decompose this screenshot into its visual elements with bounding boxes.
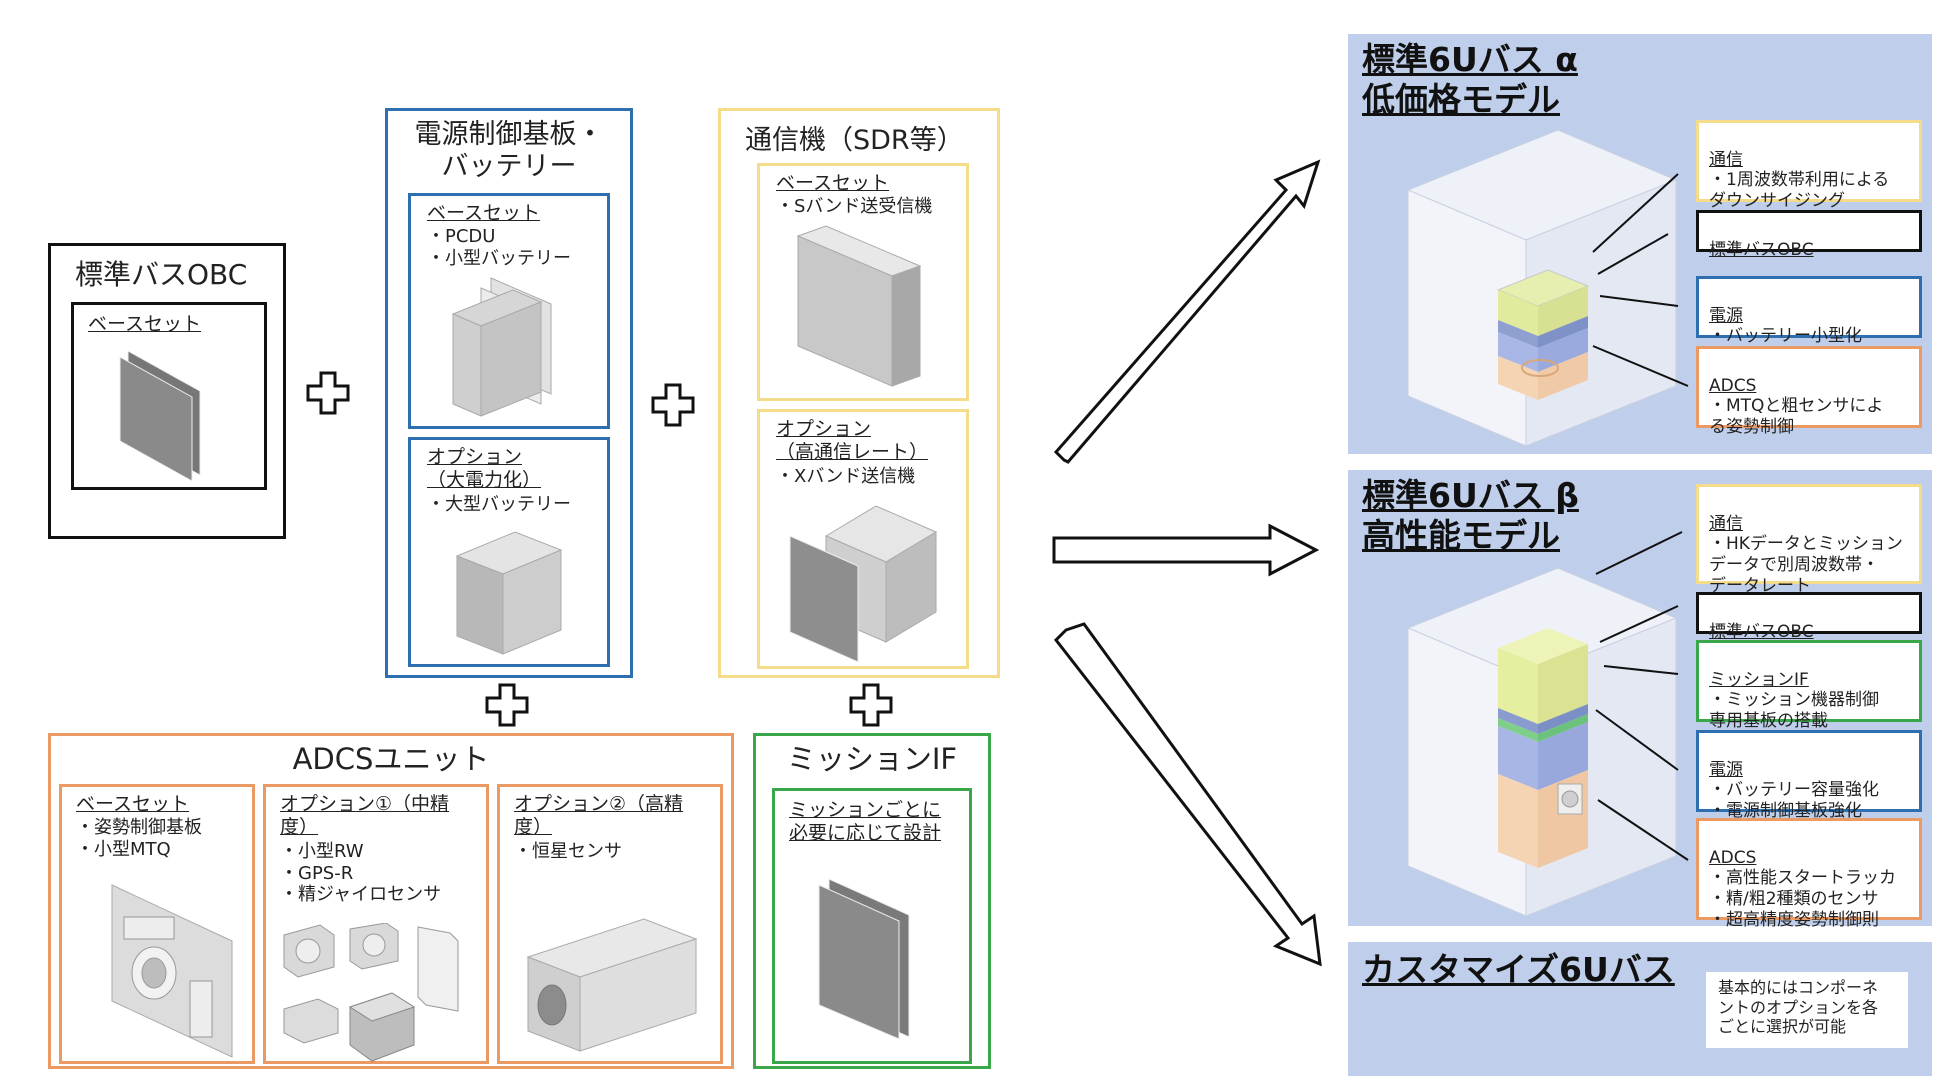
- alpha-comm-text: ・1周波数帯利用による ダウンサイジング: [1709, 170, 1890, 212]
- alpha-panel: 標準6Uバス α 低価格モデル 通信 ・1周波数帯利用による ダウンサイジング …: [1348, 34, 1932, 454]
- adcs-opt1-label: オプション①（中精 度）: [280, 793, 450, 838]
- beta-adcs-card: ADCS ・高性能スタートラッカ ・精/粗2種類のセンサ ・超高精度姿勢制御則: [1696, 818, 1922, 930]
- beta-power-text: ・バッテリー容量強化 ・電源制御基板強化: [1709, 780, 1879, 822]
- obc-base-label: ベースセット: [88, 313, 202, 335]
- arrow-to-beta-icon: [1052, 523, 1320, 577]
- adcs-base-label: ベースセット: [76, 793, 190, 815]
- adcs-base-items: ・姿勢制御基板 ・小型MTQ: [76, 817, 202, 860]
- beta-adcs-text: ・高性能スタートラッカ ・精/粗2種類のセンサ ・超高精度姿勢制御則: [1709, 868, 1896, 930]
- custom-title: カスタマイズ6Uバス: [1362, 950, 1675, 989]
- beta-adcs-label: ADCS: [1709, 847, 1757, 868]
- adcs-title: ADCSユニット: [292, 742, 490, 776]
- adcs-opt1-items: ・小型RW ・GPS-R ・精ジャイロセンサ: [280, 841, 442, 906]
- alpha-title: 標準6Uバス α 低価格モデル: [1362, 40, 1578, 119]
- arrow-to-custom-icon: [1054, 622, 1322, 967]
- beta-comm-label: 通信: [1709, 513, 1743, 534]
- beta-comm-text: ・HKデータとミッション データで別周波数帯・ データレート: [1709, 534, 1903, 596]
- plus-icon: [306, 371, 350, 415]
- beta-title: 標準6Uバス β 高性能モデル: [1362, 476, 1579, 555]
- beta-satellite-icon: [1408, 567, 1678, 917]
- alpha-adcs-text: ・MTQと粗センサによ る姿勢制御: [1709, 396, 1884, 438]
- mission-label: ミッションごとに 必要に応じて設計: [789, 799, 942, 844]
- obc-title: 標準バスOBC: [75, 258, 248, 291]
- large-battery-icon: [455, 531, 563, 655]
- mission-board-icon: [818, 878, 910, 1040]
- alpha-obc-label: 標準バスOBC: [1709, 239, 1814, 260]
- beta-obc-label: 標準バスOBC: [1709, 621, 1814, 642]
- power-base-box: ベースセット ・PCDU ・小型バッテリー: [408, 193, 610, 429]
- comm-option-items: ・Xバンド送信機: [776, 466, 916, 487]
- beta-power-label: 電源: [1709, 759, 1743, 780]
- beta-power-card: 電源 ・バッテリー容量強化 ・電源制御基板強化: [1696, 730, 1922, 821]
- adcs-base-box: ベースセット ・姿勢制御基板 ・小型MTQ: [59, 784, 255, 1064]
- power-title: 電源制御基板・ バッテリー: [414, 119, 604, 183]
- alpha-adcs-card: ADCS ・MTQと粗センサによ る姿勢制御: [1696, 346, 1922, 437]
- reaction-wheel-gps-gyro-icon: [283, 923, 459, 1062]
- comm-group: 通信機（SDR等） ベースセット ・Sバンド送受信機 オプション （高通信レート…: [718, 108, 1000, 678]
- s-band-transceiver-icon: [796, 225, 922, 387]
- power-option-label: オプション （大電力化）: [427, 446, 542, 491]
- alpha-power-card: 電源 ・バッテリー小型化: [1696, 276, 1922, 346]
- power-option-box: オプション （大電力化） ・大型バッテリー: [408, 437, 610, 667]
- comm-base-label: ベースセット: [776, 172, 890, 194]
- adcs-opt2-items: ・恒星センサ: [514, 841, 622, 862]
- plus-icon: [849, 683, 893, 727]
- battery-icon: [451, 277, 552, 417]
- obc-board-icon: [119, 350, 201, 482]
- adcs-opt2-label: オプション②（高精 度）: [514, 793, 684, 838]
- plus-icon: [651, 383, 695, 427]
- adcs-group: ADCSユニット ベースセット ・姿勢制御基板 ・小型MTQ オプション①（中精…: [48, 733, 734, 1069]
- comm-title: 通信機（SDR等）: [745, 125, 964, 156]
- alpha-adcs-label: ADCS: [1709, 375, 1757, 396]
- plus-icon: [485, 683, 529, 727]
- beta-mission-label: ミッションIF: [1709, 669, 1809, 690]
- beta-panel: 標準6Uバス β 高性能モデル 通信 ・HKデータとミッション データで別周波数…: [1348, 470, 1932, 930]
- adcs-opt2-box: オプション②（高精 度） ・恒星センサ: [497, 784, 723, 1064]
- alpha-comm-card: 通信 ・1周波数帯利用による ダウンサイジング: [1696, 120, 1922, 211]
- x-band-transmitter-icon: [789, 505, 938, 663]
- alpha-leader-lines-icon: [1592, 173, 1689, 387]
- alpha-comm-label: 通信: [1709, 149, 1743, 170]
- power-base-items: ・PCDU ・小型バッテリー: [427, 226, 571, 269]
- comm-option-box: オプション （高通信レート） ・Xバンド送信機: [757, 409, 969, 669]
- custom-panel: カスタマイズ6Uバス 基本的にはコンポーネ ントのオプションを各 ごとに選択が可…: [1348, 942, 1932, 1076]
- attitude-board-icon: [111, 884, 233, 1058]
- beta-comm-card: 通信 ・HKデータとミッション データで別周波数帯・ データレート: [1696, 484, 1922, 596]
- mission-inner-box: ミッションごとに 必要に応じて設計: [772, 788, 972, 1064]
- alpha-power-label: 電源: [1709, 305, 1743, 326]
- comm-option-label: オプション （高通信レート）: [776, 418, 929, 463]
- custom-note: 基本的にはコンポーネ ントのオプションを各 ごとに選択が可能: [1706, 972, 1908, 1048]
- obc-group: 標準バスOBC ベースセット: [48, 243, 286, 539]
- arrow-to-alpha-icon: [1053, 159, 1321, 464]
- beta-leader-lines-icon: [1595, 531, 1689, 861]
- power-base-label: ベースセット: [427, 202, 541, 224]
- comm-base-items: ・Sバンド送受信機: [776, 196, 933, 217]
- beta-mission-text: ・ミッション機器制御 専用基板の搭載: [1709, 690, 1879, 732]
- alpha-obc-card: 標準バスOBC: [1696, 210, 1922, 260]
- power-group: 電源制御基板・ バッテリー ベースセット ・PCDU ・小型バッテリー オプショ…: [385, 108, 633, 678]
- star-tracker-icon: [526, 918, 698, 1052]
- alpha-power-text: ・バッテリー小型化: [1709, 326, 1862, 347]
- comm-base-box: ベースセット ・Sバンド送受信機: [757, 163, 969, 401]
- adcs-opt1-box: オプション①（中精 度） ・小型RW ・GPS-R ・精ジャイロセンサ: [263, 784, 489, 1064]
- alpha-satellite-icon: [1408, 129, 1678, 447]
- obc-base-box: ベースセット: [71, 302, 267, 490]
- beta-obc-card: 標準バスOBC: [1696, 592, 1922, 642]
- beta-mission-card: ミッションIF ・ミッション機器制御 専用基板の搭載: [1696, 640, 1922, 731]
- mission-title: ミッションIF: [786, 742, 958, 776]
- mission-group: ミッションIF ミッションごとに 必要に応じて設計: [753, 733, 991, 1069]
- power-option-items: ・大型バッテリー: [427, 494, 571, 515]
